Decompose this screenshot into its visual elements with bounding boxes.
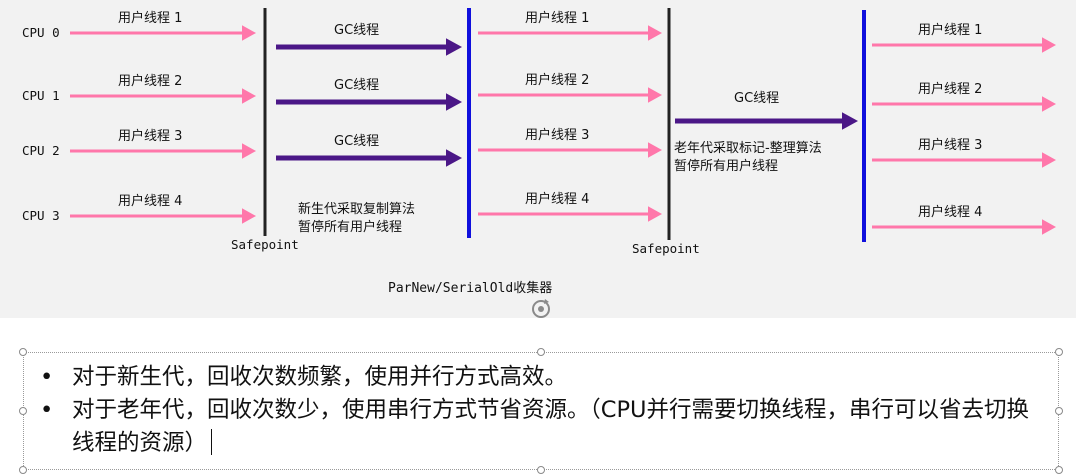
safepoint-label-2: Safepoint <box>632 241 700 256</box>
cpu-label-3: CPU 3 <box>22 208 60 223</box>
user-arrow-c2-2-head <box>648 142 662 158</box>
user-arrow-c1-1-head <box>242 88 256 104</box>
rotate-handle-icon[interactable] <box>528 296 554 322</box>
gc-thread-label-p1-0: GC线程 <box>334 23 379 38</box>
resize-handle-left[interactable] <box>19 407 27 415</box>
resize-handle-right[interactable] <box>1055 407 1063 415</box>
gc-thread-label-p2: GC线程 <box>734 91 779 106</box>
user-thread-label-c1-3: 用户线程 4 <box>118 193 182 209</box>
resize-handle-bottom[interactable] <box>537 466 545 474</box>
gc-arrow-p2-head <box>842 112 858 130</box>
gc-thread-label-p1-1: GC线程 <box>334 78 379 93</box>
phase1-note-line-0: 新生代采取复制算法 <box>298 201 415 217</box>
user-arrow-c1-2-head <box>242 143 256 159</box>
user-thread-label-c1-0: 用户线程 1 <box>118 10 182 26</box>
phase2-note-line-1: 暂停所有用户线程 <box>674 158 778 174</box>
user-arrow-c3-1-head <box>1042 96 1056 112</box>
bullet-dot: • <box>40 397 54 423</box>
user-arrow-c1-0-head <box>242 25 256 41</box>
bullet-text-old: 对于老年代，回收次数少，使用串行方式节省资源。（CPU并行需要切换线程，串行可以… <box>72 397 1029 456</box>
user-arrow-c2-1-head <box>648 87 662 103</box>
text-box[interactable]: • 对于新生代，回收次数频繁，使用并行方式高效。 • 对于老年代，回收次数少，使… <box>23 352 1059 470</box>
user-thread-label-c1-2: 用户线程 3 <box>118 128 182 144</box>
cpu-label-1: CPU 1 <box>22 88 60 103</box>
phase1-note-line-1: 暂停所有用户线程 <box>298 219 402 235</box>
text-caret <box>211 429 213 455</box>
user-arrow-c3-2-head <box>1042 152 1056 168</box>
gc-timeline-svg: CPU 0 CPU 1 CPU 2 CPU 3 用户线程 1 用户线程 2 用户线程 3 用户… <box>22 8 1056 296</box>
user-thread-label-c2-0: 用户线程 1 <box>525 10 589 26</box>
gc-arrow-p1-2-head <box>446 149 462 167</box>
resize-handle-bottom-left[interactable] <box>19 466 27 474</box>
cpu-label-0: CPU 0 <box>22 25 60 40</box>
user-arrow-c3-3-head <box>1042 219 1056 235</box>
bullet-item-old: • 对于老年代，回收次数少，使用串行方式节省资源。（CPU并行需要切换线程，串行… <box>34 394 1044 460</box>
bullet-text-young: 对于新生代，回收次数频繁，使用并行方式高效。 <box>72 364 568 390</box>
bullet-dot: • <box>40 364 54 390</box>
gc-arrow-p1-0-head <box>446 38 462 56</box>
user-thread-label-c2-3: 用户线程 4 <box>525 191 589 207</box>
safepoint-label-1: Safepoint <box>231 237 299 252</box>
resize-handle-top-left[interactable] <box>19 348 27 356</box>
gc-diagram: CPU 0 CPU 1 CPU 2 CPU 3 用户线程 1 用户线程 2 用户线程 3 用户… <box>0 0 1076 318</box>
cpu-label-2: CPU 2 <box>22 143 60 158</box>
user-thread-label-c3-1: 用户线程 2 <box>918 81 982 97</box>
user-thread-label-c3-0: 用户线程 1 <box>918 22 982 38</box>
user-thread-label-c3-2: 用户线程 3 <box>918 137 982 153</box>
user-thread-label-c2-1: 用户线程 2 <box>525 72 589 88</box>
gc-thread-label-p1-2: GC线程 <box>334 134 379 149</box>
bullet-list: • 对于新生代，回收次数频繁，使用并行方式高效。 • 对于老年代，回收次数少，使… <box>34 361 1044 460</box>
phase2-note-line-0: 老年代采取标记-整理算法 <box>674 141 822 156</box>
resize-handle-top-right[interactable] <box>1055 348 1063 356</box>
diagram-caption: ParNew/SerialOld收集器 <box>388 280 552 296</box>
user-arrow-c1-3-head <box>242 208 256 224</box>
bullet-item-young: • 对于新生代，回收次数频繁，使用并行方式高效。 <box>34 361 1044 394</box>
user-thread-label-c3-3: 用户线程 4 <box>918 204 982 220</box>
user-thread-label-c1-1: 用户线程 2 <box>118 73 182 89</box>
user-arrow-c2-3-head <box>648 206 662 222</box>
user-arrow-c3-0-head <box>1042 37 1056 53</box>
resize-handle-bottom-right[interactable] <box>1055 466 1063 474</box>
gc-arrow-p1-1-head <box>446 93 462 111</box>
user-arrow-c2-0-head <box>648 25 662 41</box>
resize-handle-top[interactable] <box>537 348 545 356</box>
user-thread-label-c2-2: 用户线程 3 <box>525 127 589 143</box>
